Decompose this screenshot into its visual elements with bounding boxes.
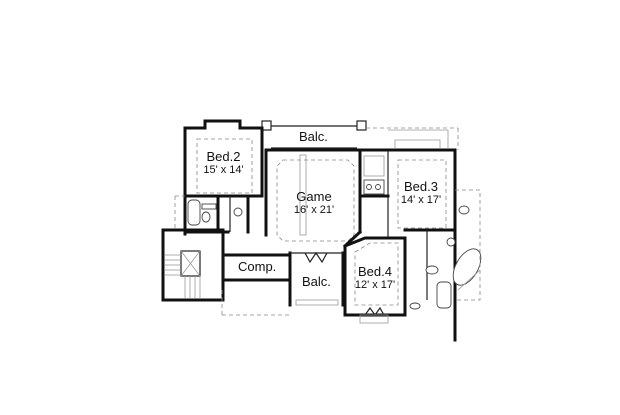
- game-dimensions: 16' x 21': [293, 204, 335, 216]
- bed-3-dimensions: 14' x 17': [400, 194, 442, 206]
- top-balcony-label: Balc.: [299, 129, 328, 144]
- bed-3-name: Bed.3: [404, 179, 438, 194]
- game-room: [264, 148, 363, 249]
- bed-2-label: Bed.2 15' x 14': [201, 150, 246, 176]
- comp-room: [221, 253, 292, 316]
- game-name: Game: [296, 189, 332, 204]
- bed-2-dimensions: 15' x 14': [203, 164, 244, 176]
- bed-3-room: [358, 148, 457, 342]
- comp-label: Comp.: [238, 259, 277, 274]
- bed-4-label: Bed.4 12' x 17': [352, 265, 398, 291]
- stairs: [161, 228, 225, 302]
- lower-balcony-label: Balc.: [302, 274, 331, 289]
- rear-baths: [403, 189, 482, 310]
- exterior-outline: [174, 195, 185, 230]
- bed-3-label: Bed.3 14' x 17': [398, 180, 444, 206]
- bed-4-room: [343, 236, 407, 324]
- bed-2-bath: [183, 194, 250, 234]
- bed-2-name: Bed.2: [206, 149, 241, 164]
- bed-4-name: Bed.4: [358, 264, 392, 279]
- lower-balcony: [288, 251, 345, 307]
- bed-4-dimensions: 12' x 17': [354, 279, 396, 291]
- top-balcony: [261, 120, 459, 150]
- game-label: Game 16' x 21': [291, 190, 337, 216]
